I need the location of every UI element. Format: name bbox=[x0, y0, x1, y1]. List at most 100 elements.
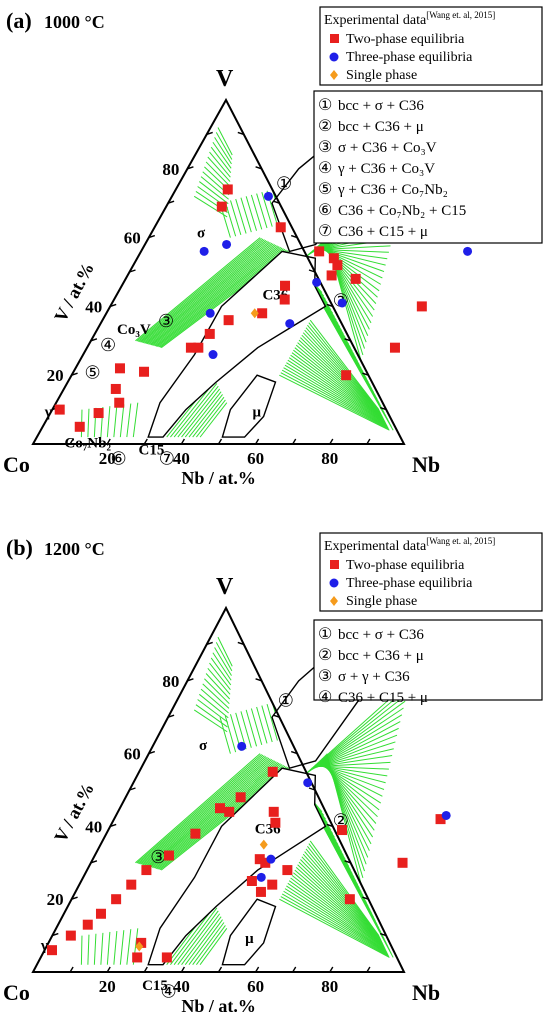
data-point-square bbox=[328, 253, 339, 264]
tie-line bbox=[181, 388, 221, 438]
data-point-square bbox=[246, 876, 257, 886]
data-point-square bbox=[126, 879, 137, 890]
tie-line bbox=[154, 247, 283, 347]
tie-line bbox=[202, 683, 230, 709]
tick bbox=[254, 438, 260, 445]
tie-line bbox=[297, 342, 384, 419]
tie-line bbox=[137, 754, 264, 864]
data-point-circle bbox=[208, 350, 218, 360]
data-point-square bbox=[190, 828, 201, 839]
region-marker: ① bbox=[276, 173, 292, 193]
tie-line bbox=[283, 890, 389, 955]
tick bbox=[129, 787, 136, 791]
tie-line bbox=[215, 132, 233, 160]
bottom-axis-label: Nb / at.% bbox=[181, 468, 256, 488]
tie-line bbox=[284, 364, 388, 427]
tie-line bbox=[181, 913, 221, 966]
tie-line bbox=[205, 161, 231, 187]
tick bbox=[187, 166, 194, 170]
data-point-circle bbox=[303, 778, 313, 788]
tie-line bbox=[106, 406, 111, 438]
tie-line bbox=[200, 176, 229, 200]
data-point-circle bbox=[263, 191, 273, 201]
tie-line bbox=[204, 678, 230, 705]
tie-line bbox=[291, 352, 386, 423]
region-legend-text: C36 + C15 + μ bbox=[338, 224, 428, 240]
bottom-tick-label: 40 bbox=[173, 977, 190, 996]
tie-line bbox=[155, 764, 284, 870]
bottom-tick-label: 80 bbox=[321, 449, 338, 468]
phase-label: μ bbox=[252, 404, 261, 420]
data-point-circle bbox=[199, 246, 209, 256]
tie-line bbox=[212, 652, 232, 681]
region-legend-text: C36 + C15 + μ bbox=[338, 690, 428, 706]
tie-line bbox=[300, 859, 383, 943]
region-marker: ④ bbox=[160, 981, 176, 1001]
legend-diamond-icon bbox=[330, 70, 338, 80]
data-point-square bbox=[416, 301, 427, 312]
tick bbox=[326, 303, 334, 308]
bottom-tick-label: 40 bbox=[173, 449, 190, 468]
tie-line bbox=[286, 885, 388, 953]
legend-series-label: Three-phase equilibria bbox=[346, 50, 473, 65]
tick bbox=[71, 896, 78, 900]
tie-line bbox=[149, 761, 277, 868]
tie-line bbox=[210, 146, 232, 174]
tick bbox=[167, 200, 175, 204]
tie-line bbox=[209, 151, 231, 178]
tick bbox=[187, 678, 194, 682]
tie-line bbox=[298, 339, 384, 418]
tie-line bbox=[188, 394, 223, 438]
tie-line bbox=[199, 181, 229, 205]
legend-square-icon bbox=[330, 34, 339, 43]
tie-line bbox=[288, 880, 387, 951]
data-point-square bbox=[139, 366, 150, 377]
tie-line bbox=[144, 758, 271, 866]
tie-line bbox=[291, 874, 386, 949]
tick bbox=[362, 896, 369, 900]
tie-line bbox=[307, 845, 381, 938]
phase-label: C15 bbox=[142, 978, 168, 994]
tie-line bbox=[261, 192, 273, 227]
tie-line bbox=[106, 931, 111, 965]
tie-line bbox=[132, 402, 139, 438]
left-tick-label: 60 bbox=[124, 745, 141, 764]
tie-line bbox=[173, 383, 218, 438]
tie-line bbox=[256, 193, 268, 229]
tie-line bbox=[217, 636, 233, 667]
region-legend-number: ③ bbox=[318, 139, 332, 156]
tie-line bbox=[157, 765, 286, 870]
tick bbox=[308, 787, 316, 791]
data-point-circle bbox=[222, 239, 232, 249]
tick bbox=[143, 438, 148, 445]
tie-line bbox=[151, 762, 280, 868]
legend-series-label: Two-phase equilibria bbox=[346, 558, 465, 573]
tie-line bbox=[93, 933, 97, 965]
legend-circle-icon bbox=[329, 578, 339, 588]
data-point-square bbox=[268, 806, 279, 817]
tie-line bbox=[245, 196, 258, 231]
vertex-label-right: Nb bbox=[412, 452, 440, 477]
vertex-label-top: V bbox=[216, 66, 234, 92]
bottom-tick-label: 20 bbox=[99, 977, 116, 996]
tie-line bbox=[140, 756, 267, 865]
legend-square-icon bbox=[330, 560, 339, 569]
region-marker: ⑥ bbox=[110, 449, 126, 469]
tie-line bbox=[80, 935, 83, 965]
mu-region bbox=[221, 898, 277, 966]
data-point-square bbox=[270, 817, 281, 828]
tick bbox=[366, 966, 371, 973]
region-legend-text: γ + C36 + Co₇Nb₂ bbox=[337, 182, 448, 198]
tie-line bbox=[308, 843, 380, 937]
data-point-circle bbox=[463, 246, 473, 256]
region-marker: ③ bbox=[158, 311, 174, 331]
region-legend-number: ① bbox=[318, 97, 332, 114]
phase-label: C15 bbox=[139, 442, 165, 458]
data-point-square bbox=[255, 886, 266, 897]
data-point-square bbox=[224, 806, 235, 817]
data-point-square bbox=[344, 894, 355, 905]
tick bbox=[362, 372, 369, 376]
tick bbox=[254, 966, 260, 973]
tie-line bbox=[290, 877, 386, 950]
tie-line bbox=[199, 928, 228, 966]
